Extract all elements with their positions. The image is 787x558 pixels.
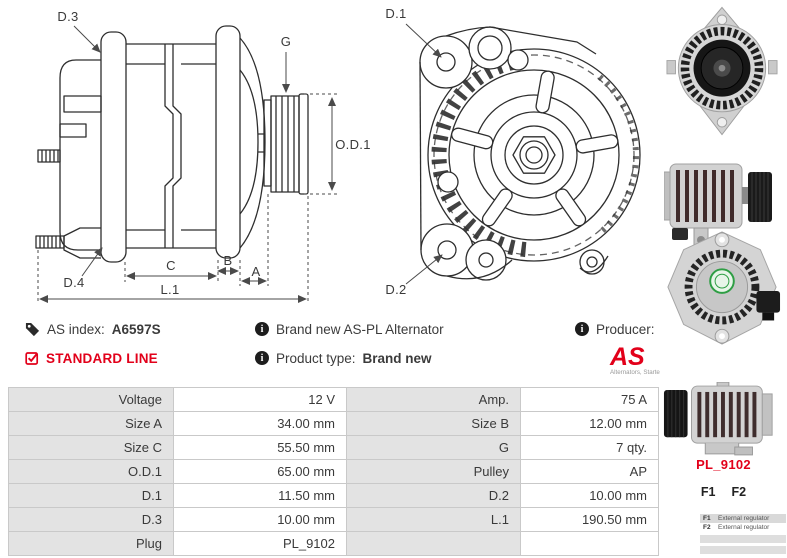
info-icon: i	[575, 322, 589, 336]
info-icon: i	[255, 322, 269, 336]
side-view-drawing: D.3 G O.D.1 D.4 C B A L.1	[35, 9, 370, 303]
as-index-row: AS index: A6597S	[25, 320, 161, 338]
terminal-f1: F1	[700, 485, 716, 499]
legend-desc: External regulator	[718, 524, 770, 531]
dim-label-d4: D.4	[63, 275, 84, 290]
spec-row: Voltage 12 V Amp. 75 A	[8, 387, 659, 412]
spec-label-cell: Amp.	[346, 387, 521, 412]
spec-row: Plug PL_9102	[8, 531, 659, 556]
dim-label-d1: D.1	[385, 6, 406, 21]
description-row: i Brand new AS-PL Alternator	[255, 320, 444, 338]
spec-row: D.3 10.00 mm L.1 190.50 mm	[8, 507, 659, 532]
alternator-side-outline	[35, 25, 309, 263]
legend-bar	[700, 535, 786, 543]
spec-label-cell: D.1	[8, 483, 174, 508]
standard-line-row: STANDARD LINE	[25, 349, 158, 367]
spec-value-cell: 65.00 mm	[173, 459, 347, 484]
standard-line-label: STANDARD LINE	[46, 350, 158, 366]
spec-row: D.1 11.50 mm D.2 10.00 mm	[8, 483, 659, 508]
dim-label-c: C	[166, 258, 176, 273]
logo-tagline: Alternators, Starters & Parts	[610, 369, 687, 376]
spec-value-cell: 11.50 mm	[173, 483, 347, 508]
spec-label-cell: D.2	[346, 483, 521, 508]
front-view-drawing: D.1 D.2	[385, 6, 641, 297]
legend-code: F1	[703, 515, 711, 522]
product-photo-front	[666, 6, 778, 136]
dimension-lines	[37, 25, 338, 303]
as-index-label: AS index:	[47, 321, 105, 337]
dim-label-g: G	[281, 34, 291, 49]
dim-label-od1: O.D.1	[335, 137, 370, 152]
dim-label-b: B	[224, 253, 233, 268]
dim-label-d3: D.3	[57, 9, 78, 24]
spec-value-cell: 7 qty.	[520, 435, 659, 460]
dim-label-l1: L.1	[161, 282, 180, 297]
spec-row: Size C 55.50 mm G 7 qty.	[8, 435, 659, 460]
spec-value-cell: 10.00 mm	[173, 507, 347, 532]
spec-value-cell: 34.00 mm	[173, 411, 347, 436]
spec-label-cell: Pulley	[346, 459, 521, 484]
plug-code: PL_9102	[696, 457, 751, 472]
as-index-value: A6597S	[111, 321, 161, 337]
dim-label-a: A	[252, 264, 261, 279]
spec-row: Size A 34.00 mm Size B 12.00 mm	[8, 411, 659, 436]
spec-label-cell: Size C	[8, 435, 174, 460]
producer-label: Producer:	[596, 321, 655, 337]
terminal-legend: F1 External regulator F2 External regula…	[700, 514, 786, 554]
spec-value-cell: 190.50 mm	[520, 507, 659, 532]
legend-row: F1 External regulator	[700, 514, 786, 523]
legend-row: F2 External regulator	[700, 523, 786, 532]
spec-value-cell: 10.00 mm	[520, 483, 659, 508]
product-photo-side	[664, 163, 772, 247]
product-type-row: i Product type: Brand new	[255, 349, 432, 367]
alternator-front-outline	[419, 26, 641, 281]
dim-label-d2: D.2	[385, 282, 406, 297]
spec-label-cell	[346, 531, 521, 556]
spec-label-cell: D.3	[8, 507, 174, 532]
spec-value-cell: 55.50 mm	[173, 435, 347, 460]
legend-bar	[700, 546, 786, 554]
info-icon: i	[255, 351, 269, 365]
spec-value-cell	[520, 531, 659, 556]
spec-value-cell: AP	[520, 459, 659, 484]
product-type-value: Brand new	[362, 350, 432, 366]
spec-label-cell: Plug	[8, 531, 174, 556]
spec-value-cell: 75 A	[520, 387, 659, 412]
tag-icon	[25, 322, 40, 336]
terminal-f2: F2	[731, 485, 747, 499]
spec-value-cell: PL_9102	[173, 531, 347, 556]
spec-value-cell: 12.00 mm	[520, 411, 659, 436]
checkbox-checked-icon	[25, 352, 39, 365]
spec-value-cell: 12 V	[173, 387, 347, 412]
spec-label-cell: L.1	[346, 507, 521, 532]
product-description: Brand new AS-PL Alternator	[276, 321, 444, 337]
logo-text: AS	[609, 343, 645, 371]
product-photo-rear	[667, 231, 781, 345]
spec-row: O.D.1 65.00 mm Pulley AP	[8, 459, 659, 484]
product-photo-side-2	[663, 382, 773, 456]
spec-label-cell: Size A	[8, 411, 174, 436]
spec-label-cell: Size B	[346, 411, 521, 436]
spec-label-cell: G	[346, 435, 521, 460]
dimension-lines	[405, 23, 443, 285]
spec-label-cell: Voltage	[8, 387, 174, 412]
product-photos-sidebar: PL_9102 F1 F2 F1 External regulator F2 E…	[660, 0, 787, 558]
legend-code: F2	[703, 524, 711, 531]
legend-desc: External regulator	[718, 515, 770, 522]
spec-table: Voltage 12 V Amp. 75 A Size A 34.00 mm S…	[8, 387, 659, 556]
spec-label-cell: O.D.1	[8, 459, 174, 484]
terminal-labels: F1 F2	[660, 485, 787, 499]
product-type-label: Product type:	[276, 350, 356, 366]
